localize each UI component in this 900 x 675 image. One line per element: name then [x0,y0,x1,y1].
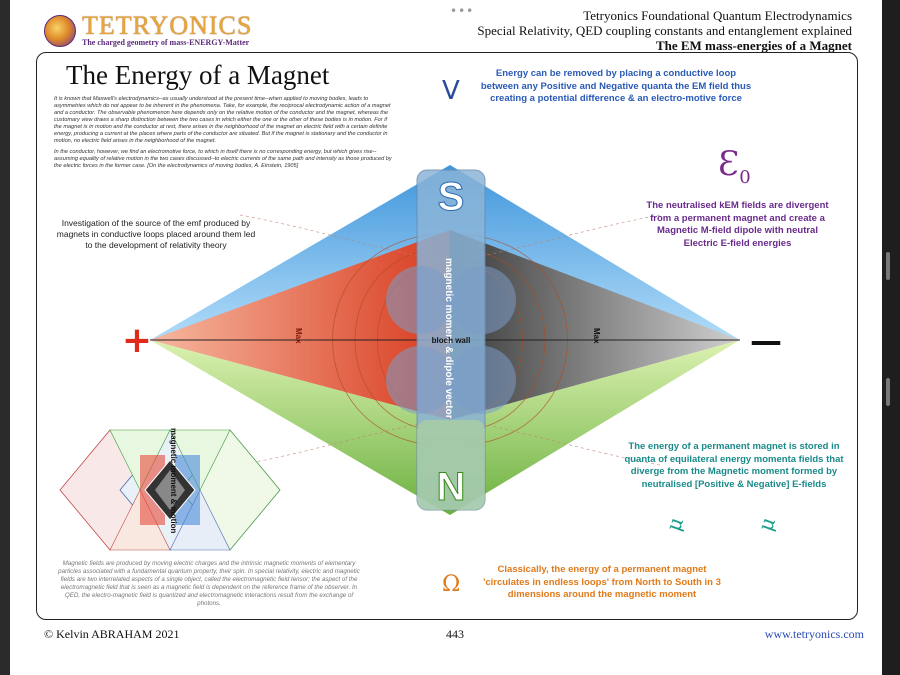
bloch-left-bulge [386,266,454,334]
bar-label: magnetic moment & dipole vector [443,258,454,419]
quote-paragraph-1: It is known that Maxwell's electrodynami… [54,96,391,144]
note-energy-stored: The energy of a permanent magnet is stor… [624,441,844,490]
north-field-right [450,340,740,515]
epsilon-symbol: Ɛ0 [718,144,751,188]
logo-tagline: The charged geometry of mass-ENERGY-Matt… [82,38,250,47]
note-neutralised-fields: The neutralised kEM fields are divergent… [646,200,829,249]
bloch-wall-label: bloch wall [432,336,471,345]
plus-sign: + [122,320,152,361]
omega-symbol: Ω [442,572,461,597]
more-icon[interactable]: ••• [450,4,475,18]
bloch-right-bulge-low [448,346,516,414]
note-energy-removed: Energy can be removed by placing a condu… [480,68,752,104]
scrollbar-thumb-2[interactable] [886,378,890,406]
south-field-left [150,165,450,340]
logo: TETRYONICS The charged geometry of mass-… [44,11,253,47]
page-title: The Energy of a Magnet [66,60,330,90]
small-diagram: magnetic moment & motion [59,428,281,551]
website-link[interactable]: www.tetryonics.com [764,627,864,641]
velocity-symbol: V [442,76,460,106]
max-left-label: Max [294,328,303,344]
quote-citation: [On the electrodynamics of moving bodies… [147,163,299,169]
einstein-quote: It is known that Maxwell's electrodynami… [54,96,394,174]
bloch-left-bulge-low [386,346,454,414]
copyright: © Kelvin ABRAHAM 2021 [44,627,180,641]
positive-field [150,230,450,420]
minus-sign: — [750,322,782,360]
quote-paragraph-2: In the conductor, however, we find an el… [54,149,392,169]
header-line-2: Special Relativity, QED coupling constan… [477,23,852,38]
scrollbar[interactable] [882,0,900,675]
south-field-right [450,165,740,340]
header-line-1: Tetryonics Foundational Quantum Electrod… [583,8,852,23]
bar-north-tint [417,420,485,510]
small-diagram-label: magnetic moment & motion [169,428,178,533]
header-line-3: The EM mass-energies of a Magnet [655,38,852,53]
scrollbar-thumb-1[interactable] [886,252,890,280]
page-number: 443 [446,627,464,641]
pole-s-label: S [438,175,465,219]
pole-n-label: N [437,465,466,509]
max-right-label: Max [592,328,601,344]
content-frame [36,52,858,620]
north-field-left [150,340,450,515]
bloch-right-bulge [448,266,516,334]
investigation-text: Investigation of the source of the emf p… [56,218,256,250]
logo-emblem-icon [44,14,76,47]
logo-title: TETRYONICS [82,11,253,40]
magnetic-fields-text: Magnetic fields are produced by moving e… [58,560,360,607]
note-classical-loops: Classically, the energy of a permanent m… [483,564,721,600]
page-header: Tetryonics Foundational Quantum Electrod… [477,8,852,53]
